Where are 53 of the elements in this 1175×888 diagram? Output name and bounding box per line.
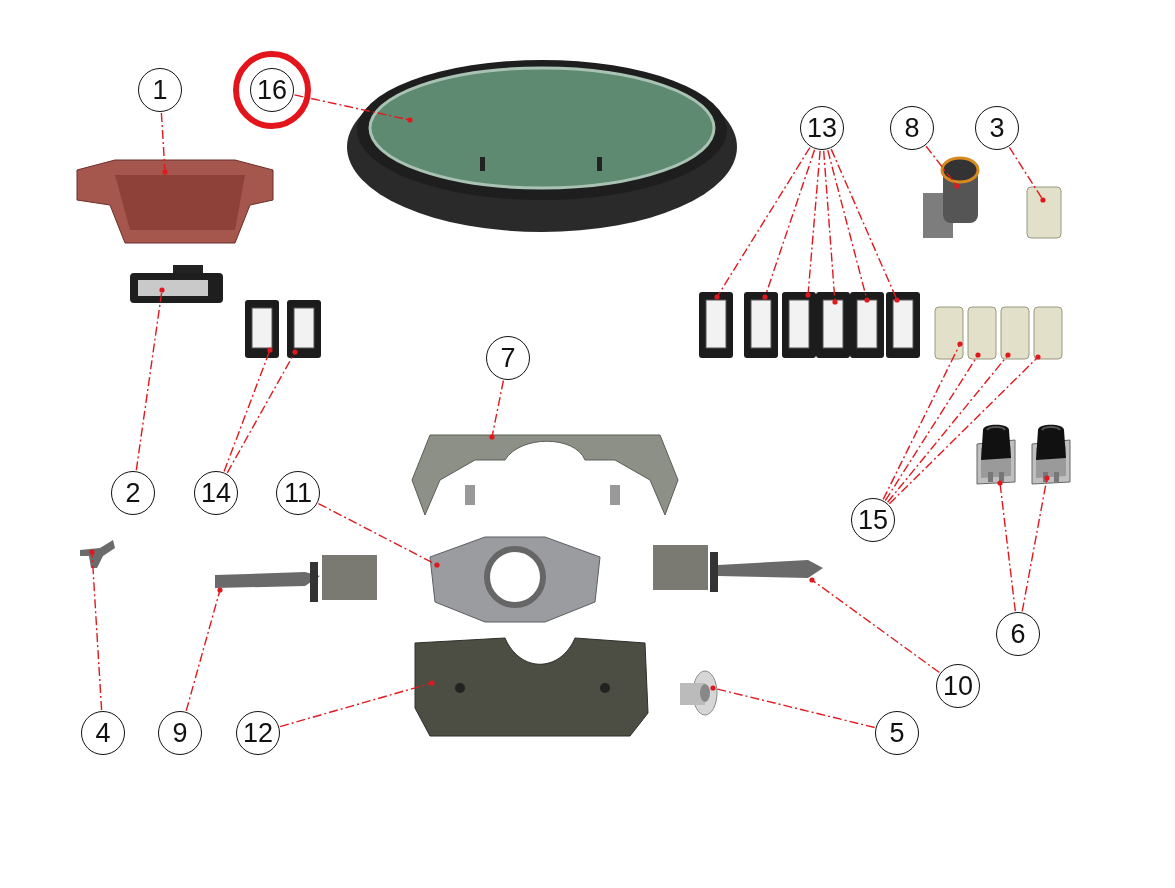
leader-line xyxy=(317,502,438,566)
blank-switch-cover-drawing xyxy=(999,305,1031,361)
callout-number: 2 xyxy=(111,471,155,515)
callout-number: 3 xyxy=(975,106,1019,150)
rocker-switch-drawing xyxy=(1030,422,1072,486)
callout-number: 1 xyxy=(138,68,182,112)
leader-line xyxy=(823,150,836,303)
callout-number: 9 xyxy=(158,711,202,755)
callout-number: 6 xyxy=(996,612,1040,656)
callout-number: 13 xyxy=(800,106,844,150)
leader-line xyxy=(491,379,505,438)
leader-line xyxy=(830,148,898,301)
leader-line xyxy=(811,579,941,674)
blank-switch-cover-drawing xyxy=(933,305,965,361)
switch-frame-drawing xyxy=(780,290,818,360)
switch-frame-drawing xyxy=(285,298,323,360)
switch-frame-drawing xyxy=(243,298,281,360)
leader-line xyxy=(279,682,433,728)
leader-line xyxy=(886,354,1009,503)
leader-line xyxy=(716,146,811,298)
callout-number: 7 xyxy=(486,336,530,380)
rocker-switch-drawing xyxy=(975,422,1017,486)
callout-number: 15 xyxy=(851,498,895,542)
switch-frame-drawing xyxy=(742,290,780,360)
blank-switch-cover-drawing xyxy=(1025,185,1063,240)
leader-line xyxy=(999,482,1016,612)
blank-switch-cover-drawing xyxy=(966,305,998,361)
leader-line xyxy=(807,150,821,296)
leader-line xyxy=(223,349,271,473)
callout-number: 16 xyxy=(250,68,294,112)
callout-number: 8 xyxy=(890,106,934,150)
switch-drawing xyxy=(128,263,225,305)
leader-line xyxy=(226,351,296,474)
callout-number: 4 xyxy=(81,711,125,755)
leader-line xyxy=(882,343,961,501)
leader-line xyxy=(185,589,221,712)
callout-number: 5 xyxy=(875,711,919,755)
leader-line xyxy=(764,149,816,298)
leader-line xyxy=(160,112,166,173)
leader-line xyxy=(1008,146,1044,201)
leader-line xyxy=(293,94,411,121)
switch-frame-drawing xyxy=(848,290,886,360)
callout-number: 14 xyxy=(194,471,238,515)
callout-number: 10 xyxy=(936,664,980,708)
switch-frame-drawing xyxy=(884,290,922,360)
leader-line xyxy=(925,145,958,187)
leader-line xyxy=(884,354,979,502)
switch-frame-drawing xyxy=(697,290,735,360)
callout-number: 11 xyxy=(276,471,320,515)
callout-number: 12 xyxy=(236,711,280,755)
leader-line xyxy=(888,356,1039,505)
leader-line xyxy=(91,551,103,711)
blank-switch-cover-drawing xyxy=(1032,305,1064,361)
